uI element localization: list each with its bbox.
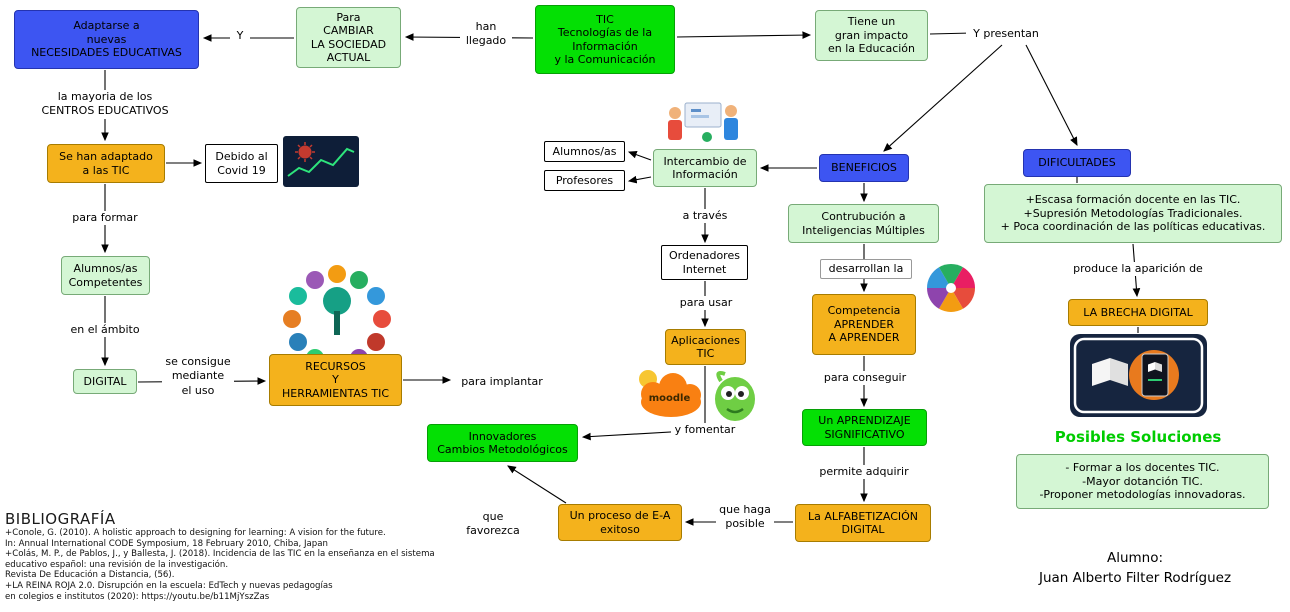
node-debido-covid: Debido al Covid 19 [205,144,278,183]
bibliography: BIBLIOGRAFÍA +Conole, G. (2010). A holis… [5,510,575,602]
posibles-soluciones-title: Posibles Soluciones [1054,428,1222,446]
node-proceso-ea: Un proceso de E-A exitoso [558,504,682,541]
student-name: Juan Alberto Filter Rodríguez [1038,570,1232,587]
node-profesores: Profesores [544,170,625,191]
node-alfabetizacion-digital: La ALFABETIZACIÓN DIGITAL [795,504,931,542]
edge-label-para-implantar: para implantar [457,375,547,390]
node-dificultades: DIFICULTADES [1023,149,1131,177]
node-adaptado-tic: Se han adaptado a las TIC [47,144,165,183]
edge-label-se-consigue: se consigue mediante el uso [162,355,234,398]
covid-chart-image [283,136,359,187]
bibliography-line: +Conole, G. (2010). A holistic approach … [5,528,386,538]
node-innovadores-cambios: Innovadores Cambios Metodológicos [427,424,578,462]
node-competencia-aprender: Competencia APRENDER A APRENDER [812,294,916,355]
node-desarrollan-la: desarrollan la [820,259,912,279]
node-intercambio-informacion: Intercambio de Información [653,149,757,187]
digital-book-tablet-image [1070,334,1207,417]
bibliography-line: +LA REINA ROJA 2.0. Disrupción en la esc… [5,580,333,591]
node-impacto-educacion: Tiene un gran impacto en la Educación [815,10,928,61]
edge-label-en-el-ambito: en el ámbito [67,323,143,338]
moodle-logo-text: moodle [648,393,691,404]
bibliography-title: BIBLIOGRAFÍA [5,510,116,528]
bibliography-line: en colegios e institutos (2020): https:/… [5,591,270,602]
student-label: Alumno: [1106,550,1164,566]
green-creature-image [709,367,762,423]
edge-label-permite-adquirir: permite adquirir [817,465,911,480]
edge-label-y: Y [230,29,250,44]
node-alumnos: Alumnos/as [544,141,625,162]
edge-label-y-fomentar: y fomentar [671,423,739,438]
bibliography-line: educativo español: una revisión de la in… [5,559,229,570]
node-beneficios: BENEFICIOS [819,154,909,182]
node-aprendizaje-significativo: Un APRENDIZAJE SIGNIFICATIVO [802,409,927,446]
edge-label-para-formar: para formar [70,211,140,226]
brain-sections-image [915,259,988,318]
edge-label-a-traves: a través [679,209,731,224]
node-brecha-digital: LA BRECHA DIGITAL [1068,299,1208,326]
bibliography-line: +Colás, M. P., de Pablos, J., y Ballesta… [5,549,435,560]
bibliography-line: In: Annual International CODE Symposium,… [5,538,328,549]
edge-label-para-conseguir: para conseguir [821,371,909,386]
edge-label-mayoria-centros: la mayoria de los CENTROS EDUCATIVOS [38,90,172,119]
node-alumnos-competentes: Alumnos/as Competentes [61,256,150,295]
edge-label-que-favorezca: que favorezca [464,510,522,539]
node-digital: DIGITAL [73,369,137,394]
bibliography-line: Revista De Educación a Distancia, (56). [5,570,175,581]
node-recursos-herramientas: RECURSOS Y HERRAMIENTAS TIC [269,354,402,406]
student-credit: Alumno: Juan Alberto Filter Rodríguez [1028,548,1242,589]
node-dificultades-lista: +Escasa formación docente en las TIC. +S… [984,184,1282,243]
node-adaptarse-necesidades: Adaptarse a nuevas NECESIDADES EDUCATIVA… [14,10,199,69]
node-ordenadores-internet: Ordenadores Internet [661,245,748,280]
node-tic: TIC Tecnologías de la Información y la C… [535,5,675,74]
edge-label-que-haga-posible: que haga posible [716,503,774,532]
edge-label-han-llegado: han llegado [460,20,512,49]
node-soluciones-lista: - Formar a los docentes TIC. -Mayor dota… [1016,454,1269,509]
node-contribucion-inteligencias: Contrubución a Inteligencias Múltiples [788,204,939,243]
people-exchange-image [657,97,750,147]
moodle-cloud-image: moodle [635,366,704,419]
edge-label-produce-aparicion: produce la aparición de [1066,262,1210,277]
edge-label-para-usar: para usar [677,296,735,311]
node-cambiar-sociedad: Para CAMBIAR LA SOCIEDAD ACTUAL [296,7,401,68]
node-aplicaciones-tic: Aplicaciones TIC [665,329,746,365]
edge-label-y-presentan: Y presentan [966,27,1046,42]
